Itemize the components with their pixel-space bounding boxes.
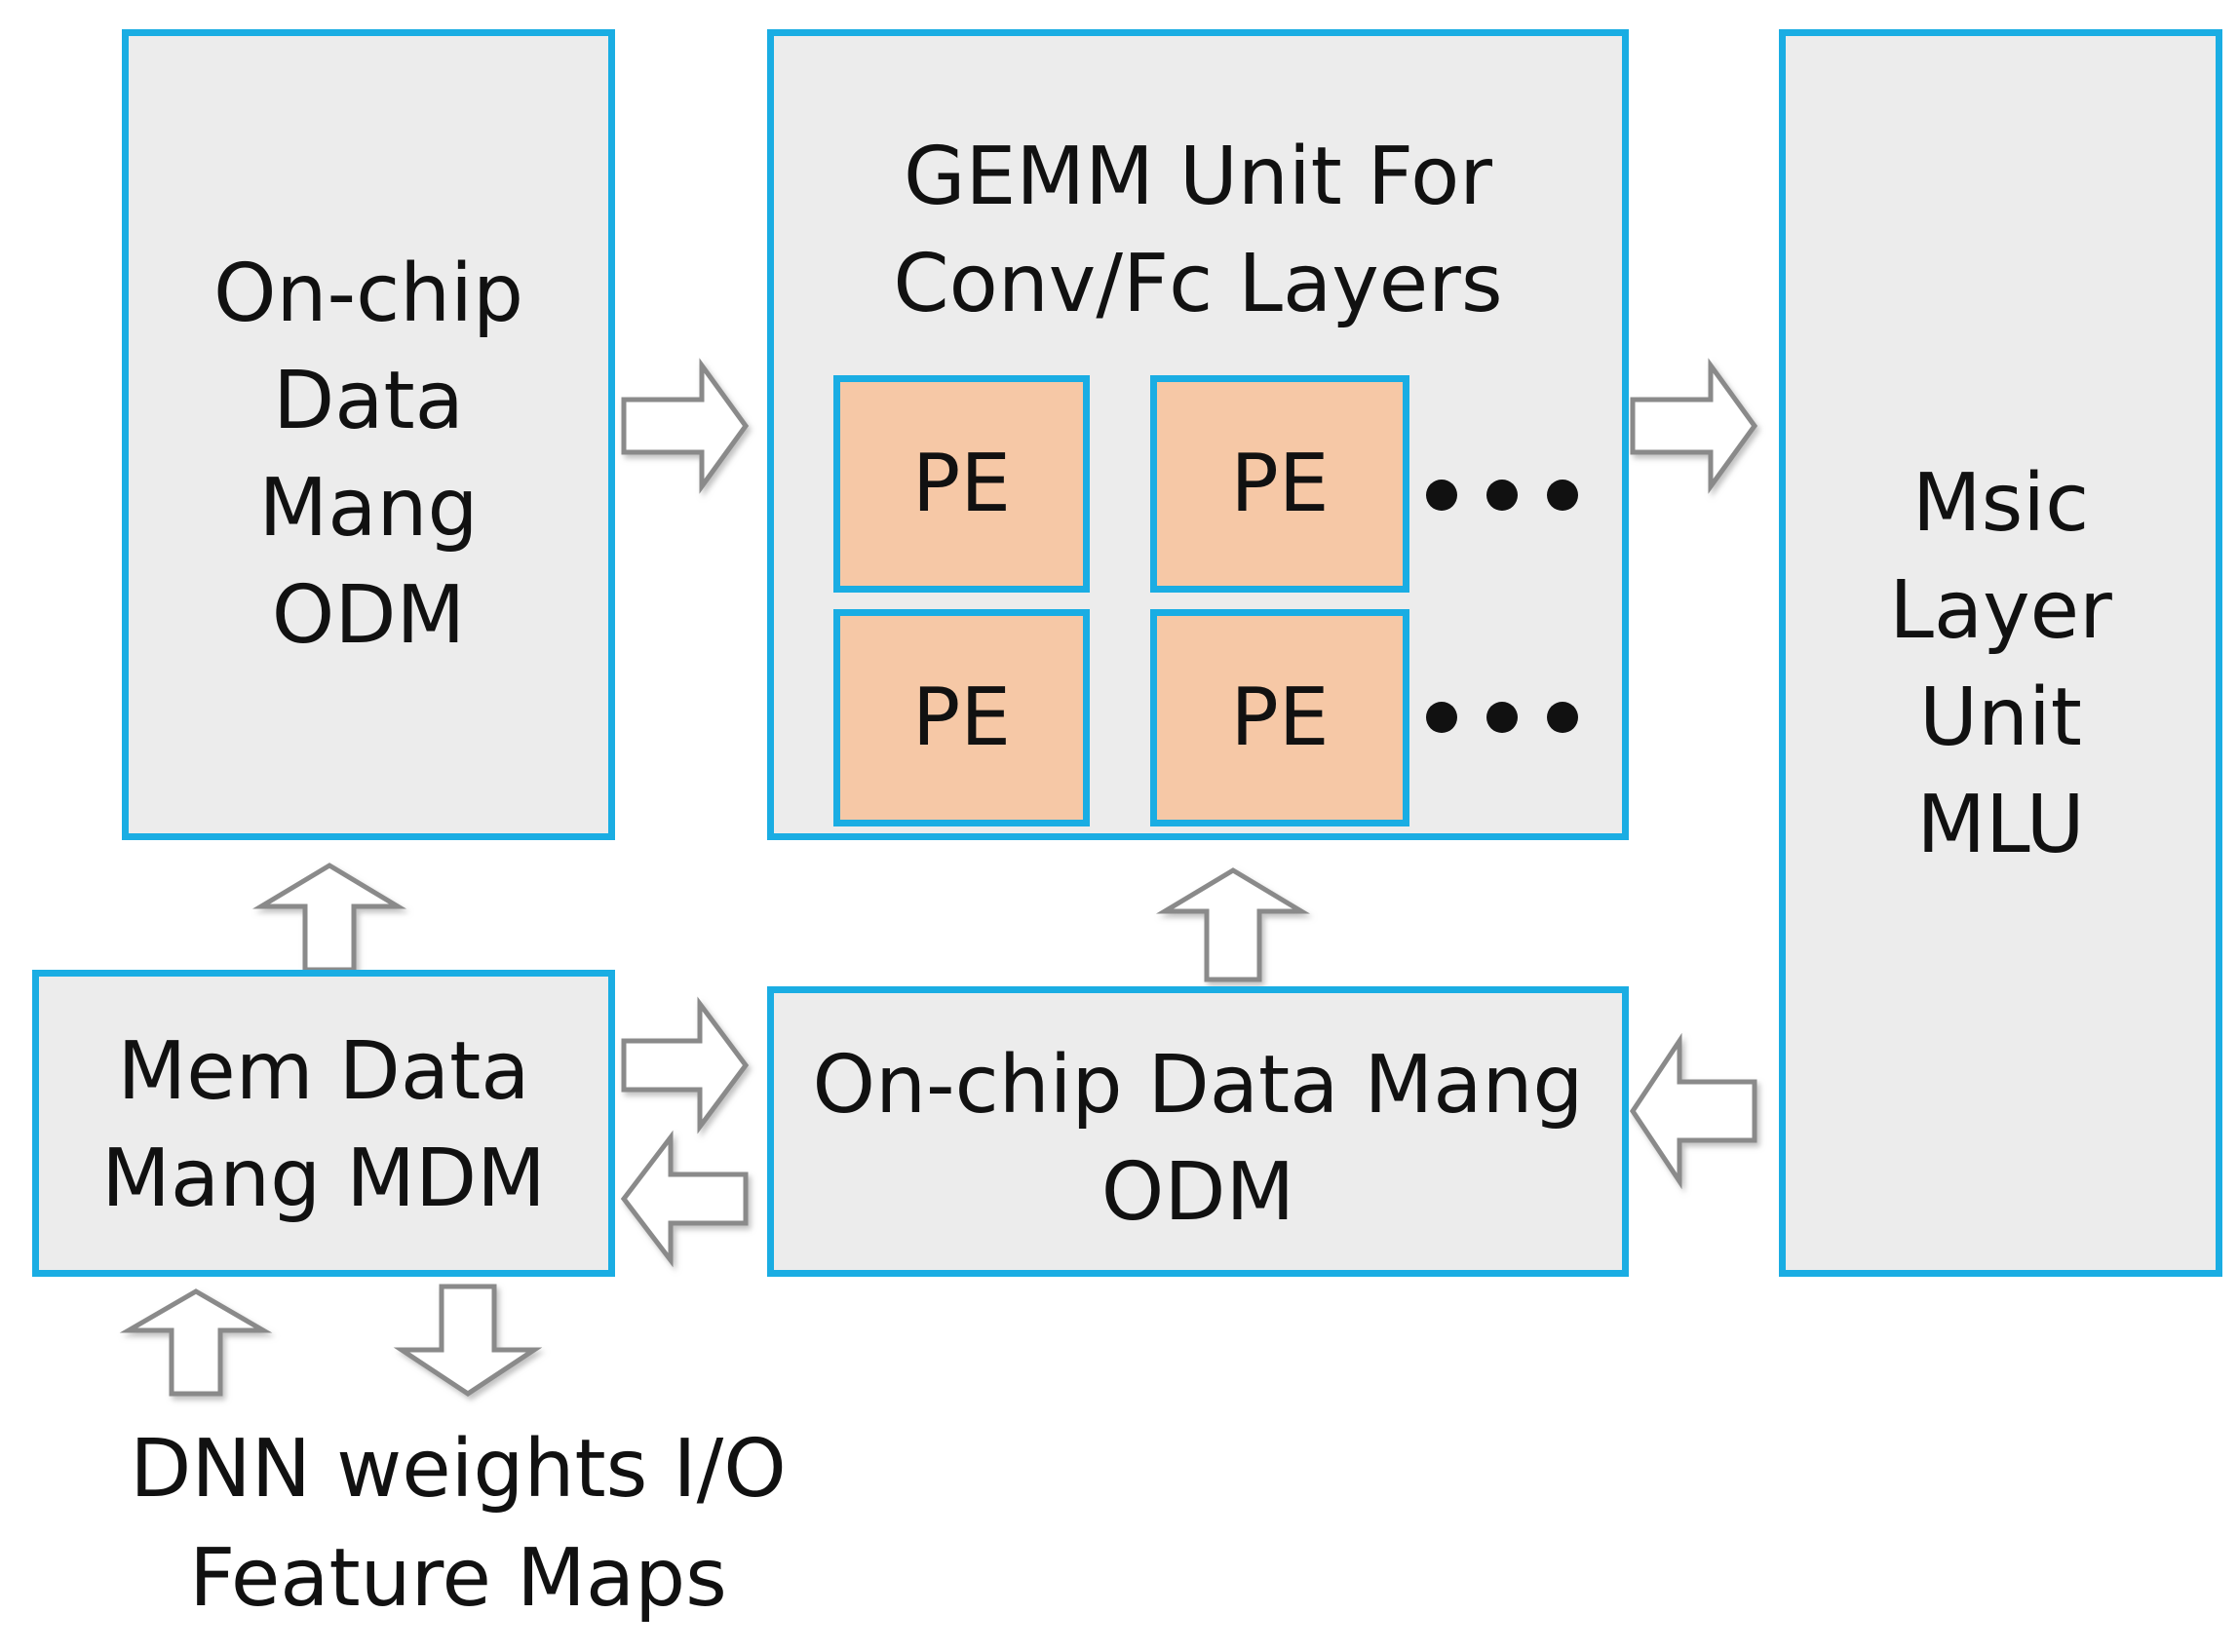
arrow-odm-bottom-to-gemm bbox=[1155, 867, 1311, 982]
pe-block: PE bbox=[833, 609, 1090, 826]
mdm-box: Mem Data Mang MDM bbox=[32, 970, 615, 1277]
odm-bottom-box: On-chip Data Mang ODM bbox=[767, 986, 1629, 1277]
arrow-mdm-to-odm-top bbox=[251, 863, 407, 973]
dot bbox=[1486, 702, 1518, 733]
gemm-unit-title: GEMM Unit For Conv/Fc Layers bbox=[893, 131, 1503, 330]
pe-label: PE bbox=[911, 672, 1012, 764]
dot bbox=[1486, 480, 1518, 511]
arrow-gemm-to-mlu bbox=[1630, 358, 1758, 494]
arrow-odm-bottom-to-mdm bbox=[620, 1130, 749, 1268]
dot bbox=[1547, 480, 1578, 511]
ellipsis-dots bbox=[1426, 702, 1578, 733]
pe-block: PE bbox=[1150, 609, 1409, 826]
arrow-odm-to-gemm bbox=[621, 358, 750, 494]
dot bbox=[1547, 702, 1578, 733]
pe-label: PE bbox=[1230, 438, 1330, 530]
odm-top-box: On-chip Data Mang ODM bbox=[122, 29, 615, 840]
mdm-label: Mem Data Mang MDM bbox=[101, 1025, 546, 1225]
pe-block: PE bbox=[1150, 375, 1409, 593]
io-caption: DNN weights I/O Feature Maps bbox=[130, 1423, 787, 1625]
arrow-mlu-to-odm-bottom bbox=[1629, 1032, 1757, 1190]
mlu-box: Msic Layer Unit MLU bbox=[1779, 29, 2222, 1277]
pe-label: PE bbox=[911, 438, 1012, 530]
odm-bottom-label: On-chip Data Mang ODM bbox=[812, 1039, 1584, 1239]
pe-block: PE bbox=[833, 375, 1090, 593]
pe-label: PE bbox=[1230, 672, 1330, 764]
ellipsis-dots bbox=[1426, 480, 1578, 511]
dot bbox=[1426, 480, 1457, 511]
mlu-label: Msic Layer Unit MLU bbox=[1889, 457, 2112, 871]
dot bbox=[1426, 702, 1457, 733]
odm-top-label: On-chip Data Mang ODM bbox=[213, 248, 523, 662]
arrow-mdm-to-odm-bottom bbox=[621, 996, 750, 1134]
arrow-io-out bbox=[393, 1284, 543, 1397]
arrow-io-in bbox=[119, 1288, 273, 1397]
